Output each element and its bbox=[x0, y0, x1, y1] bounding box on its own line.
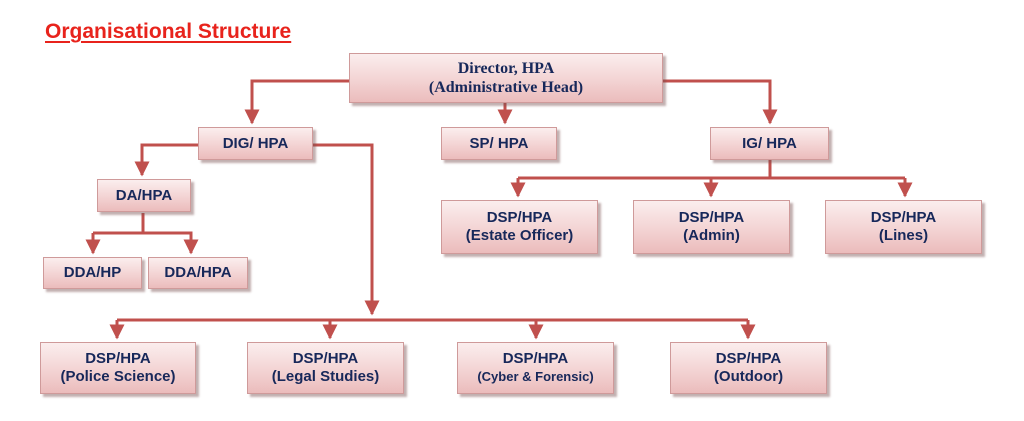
node-title: DDA/HPA bbox=[164, 264, 232, 281]
node-dsp-police: DSP/HPA (Police Science) bbox=[40, 342, 196, 394]
node-subtitle: (Outdoor) bbox=[713, 368, 784, 385]
node-title: DSP/HPA bbox=[678, 209, 745, 226]
node-dsp-estate: DSP/HPA (Estate Officer) bbox=[441, 200, 598, 254]
node-da: DA/HPA bbox=[97, 179, 191, 212]
node-dsp-lines: DSP/HPA (Lines) bbox=[825, 200, 982, 254]
node-title: DSP/HPA bbox=[502, 350, 569, 367]
node-subtitle: (Lines) bbox=[878, 227, 929, 244]
node-sp: SP/ HPA bbox=[441, 127, 557, 160]
connector-da-ddahpa bbox=[93, 231, 199, 255]
node-title: DIG/ HPA bbox=[222, 134, 289, 152]
node-director: Director, HPA (Administrative Head) bbox=[349, 53, 663, 103]
node-title: DA/HPA bbox=[115, 186, 173, 204]
node-ig: IG/ HPA bbox=[710, 127, 829, 160]
node-dda-hp: DDA/HP bbox=[43, 257, 142, 289]
page-title: Organisational Structure bbox=[45, 20, 292, 43]
connector-dig-da bbox=[134, 143, 198, 177]
node-subtitle: (Administrative Head) bbox=[428, 79, 584, 96]
node-dsp-legal: DSP/HPA (Legal Studies) bbox=[247, 342, 404, 394]
connector-director-ig bbox=[663, 79, 778, 125]
node-title: DSP/HPA bbox=[85, 350, 151, 367]
node-dsp-admin: DSP/HPA (Admin) bbox=[633, 200, 790, 254]
node-subtitle: (Cyber & Forensic) bbox=[477, 369, 594, 384]
node-dsp-cyber: DSP/HPA (Cyber & Forensic) bbox=[457, 342, 614, 394]
node-dig: DIG/ HPA bbox=[198, 127, 313, 160]
node-title: Director, HPA bbox=[457, 60, 555, 77]
node-dsp-outdoor: DSP/HPA (Outdoor) bbox=[670, 342, 827, 394]
connector-dig-dsp bbox=[313, 143, 380, 316]
node-dda-hpa: DDA/HPA bbox=[148, 257, 248, 289]
node-title: DSP/HPA bbox=[715, 350, 782, 367]
node-title: DSP/HPA bbox=[486, 209, 553, 226]
node-subtitle: (Admin) bbox=[683, 227, 740, 244]
node-title: SP/ HPA bbox=[469, 134, 529, 152]
node-title: IG/ HPA bbox=[742, 134, 797, 152]
node-title: DSP/HPA bbox=[292, 350, 359, 367]
node-title: DDA/HP bbox=[63, 264, 122, 281]
node-subtitle: (Police Science) bbox=[60, 368, 176, 385]
node-title: DSP/HPA bbox=[870, 209, 937, 226]
node-subtitle: (Legal Studies) bbox=[271, 368, 380, 385]
connector-director-dig bbox=[244, 79, 349, 125]
node-subtitle: (Estate Officer) bbox=[465, 227, 574, 244]
